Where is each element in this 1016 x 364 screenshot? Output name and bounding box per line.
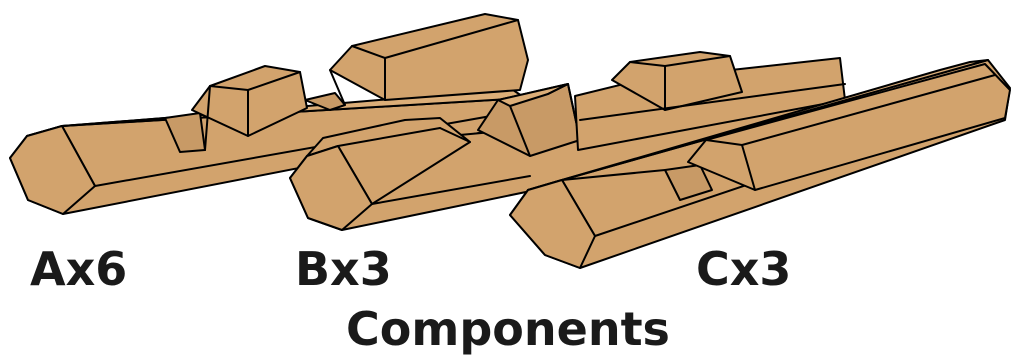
- component-b-piece: [289, 51, 851, 231]
- component-a-label: Ax6: [30, 242, 128, 296]
- component-c-label: Cx3: [696, 242, 792, 296]
- component-b-label: Bx3: [295, 242, 392, 296]
- diagram-title: Components: [346, 302, 670, 356]
- component-c-piece: [509, 59, 1011, 269]
